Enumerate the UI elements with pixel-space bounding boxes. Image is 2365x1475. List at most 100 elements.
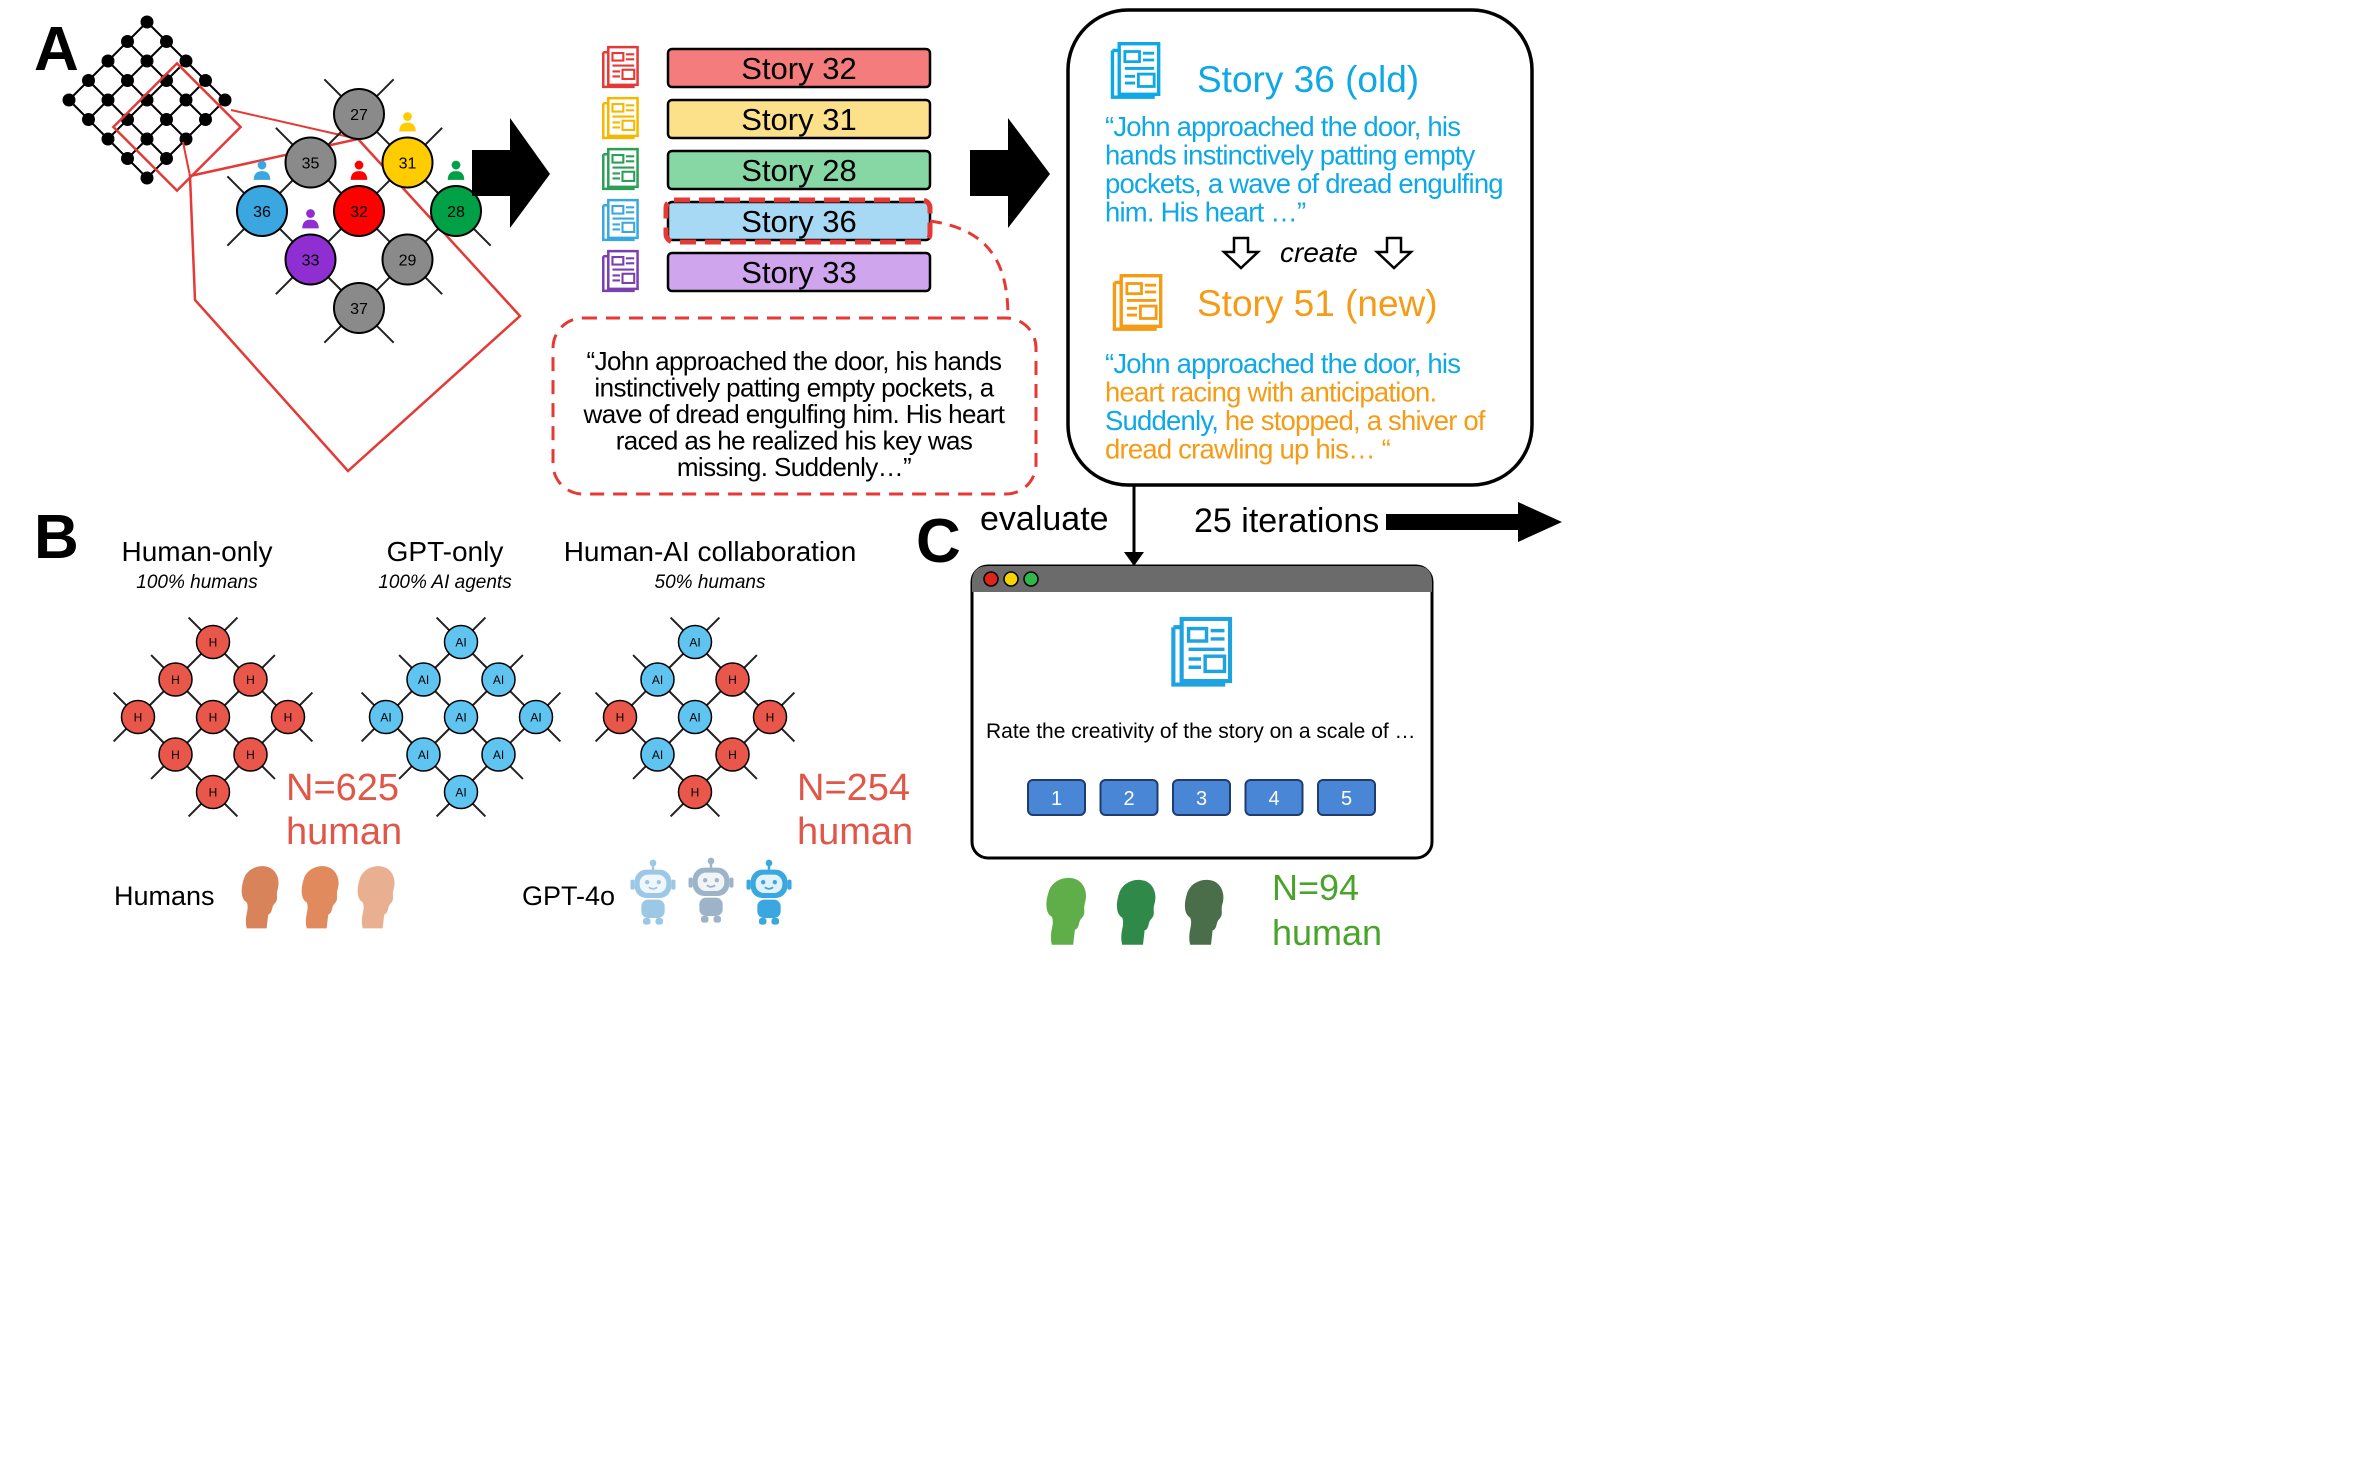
node-label: H bbox=[171, 748, 180, 762]
ai-node bbox=[406, 662, 441, 697]
document-icon bbox=[601, 45, 639, 89]
rating-button-1[interactable] bbox=[1027, 779, 1086, 816]
node-label: AI bbox=[689, 636, 700, 650]
panel-c-label: C bbox=[916, 507, 961, 576]
minimize-window-button[interactable] bbox=[1003, 571, 1019, 587]
rating-button-2[interactable] bbox=[1099, 779, 1159, 816]
node-label: AI bbox=[493, 748, 504, 762]
lattice-node bbox=[121, 113, 134, 126]
ai-node bbox=[481, 737, 516, 772]
story-label: Story 32 bbox=[741, 51, 856, 86]
document-icon bbox=[601, 96, 639, 140]
human-node bbox=[120, 699, 156, 735]
close-window-button[interactable] bbox=[983, 571, 999, 587]
ai-node bbox=[481, 662, 516, 697]
lattice-node bbox=[199, 74, 212, 87]
ai-node bbox=[443, 624, 479, 660]
ai-node bbox=[677, 699, 713, 735]
node-label: AI bbox=[652, 748, 663, 762]
ai-node bbox=[677, 624, 713, 660]
human-node bbox=[715, 662, 750, 697]
story-bar[interactable] bbox=[666, 251, 932, 293]
quote-line: raced as he realized his key was bbox=[616, 426, 973, 456]
n-collab-line1: N=254 bbox=[797, 767, 910, 809]
ai-node bbox=[518, 699, 554, 735]
human-node bbox=[158, 737, 193, 772]
network-node-label: 37 bbox=[350, 301, 368, 318]
network-node-37 bbox=[333, 282, 385, 334]
network-node-label: 32 bbox=[350, 204, 368, 221]
node-label: H bbox=[134, 711, 143, 725]
node-label: AI bbox=[530, 711, 541, 725]
human-node bbox=[677, 774, 713, 810]
lattice-node bbox=[160, 35, 173, 48]
rating-button-5[interactable] bbox=[1317, 779, 1376, 816]
rating-button-label: 3 bbox=[1196, 788, 1207, 810]
rating-button-4[interactable] bbox=[1244, 779, 1304, 816]
quote-connector bbox=[929, 219, 1010, 319]
node-label: H bbox=[728, 673, 737, 687]
n-raters-line1: N=94 bbox=[1272, 867, 1359, 908]
condition-title: Human-only bbox=[122, 536, 273, 567]
lattice-node bbox=[121, 74, 134, 87]
network-node-28 bbox=[430, 185, 482, 237]
network-node-31 bbox=[381, 136, 434, 189]
new-story-line: heart racing with anticipation. bbox=[1105, 377, 1436, 408]
human-node bbox=[233, 662, 268, 697]
new-story-title: Story 51 (new) bbox=[1197, 283, 1438, 324]
condition-subtitle: 100% humans bbox=[136, 572, 258, 593]
condition-subtitle: 50% humans bbox=[655, 572, 766, 593]
old-story-line: hands instinctively patting empty bbox=[1105, 140, 1476, 171]
new-story-line: Suddenly, he stopped, a shiver of bbox=[1105, 405, 1486, 436]
document-icon-new bbox=[1112, 273, 1163, 332]
lattice-node bbox=[121, 35, 134, 48]
story-label: Story 33 bbox=[741, 255, 856, 290]
node-label: H bbox=[616, 711, 625, 725]
ai-node bbox=[406, 737, 441, 772]
condition-title: GPT-only bbox=[387, 536, 504, 567]
ai-node bbox=[640, 737, 675, 772]
lattice-node bbox=[101, 93, 115, 107]
quote-line: missing. Suddenly…” bbox=[677, 452, 911, 482]
lattice-node bbox=[160, 74, 173, 87]
maximize-window-button[interactable] bbox=[1023, 571, 1039, 587]
condition-subtitle: 100% AI agents bbox=[378, 572, 512, 593]
n-human-only-line1: N=625 bbox=[286, 767, 399, 809]
create-label: create bbox=[1280, 237, 1358, 268]
quote-line: “John approached the door, his hands bbox=[587, 346, 1003, 376]
old-story-title: Story 36 (old) bbox=[1197, 59, 1419, 100]
story-bar[interactable] bbox=[666, 98, 932, 140]
network-node-label: 36 bbox=[253, 204, 271, 221]
lattice-node bbox=[140, 171, 154, 185]
story-bar[interactable] bbox=[666, 149, 932, 191]
old-story-line: pockets, a wave of dread engulfing bbox=[1105, 168, 1503, 199]
node-label: AI bbox=[455, 711, 466, 725]
ai-node bbox=[443, 699, 479, 735]
network-node-label: 31 bbox=[399, 156, 417, 173]
lattice-node bbox=[179, 93, 193, 107]
robot-icon bbox=[629, 858, 677, 926]
quote-line: instinctively patting empty pockets, a bbox=[594, 373, 994, 403]
node-label: H bbox=[766, 711, 775, 725]
node-label: AI bbox=[418, 673, 429, 687]
human-node bbox=[195, 699, 231, 735]
node-label: H bbox=[284, 711, 293, 725]
human-node bbox=[715, 737, 750, 772]
condition-title: Human-AI collaboration bbox=[564, 536, 857, 567]
node-label: AI bbox=[493, 673, 504, 687]
lattice-node bbox=[121, 152, 134, 165]
story-bar[interactable] bbox=[666, 47, 932, 89]
human-head-icon bbox=[301, 866, 339, 929]
panel-a-label: A bbox=[34, 15, 79, 84]
gpt-label: GPT-4o bbox=[522, 881, 615, 911]
ai-node bbox=[368, 699, 404, 735]
new-story-line: “John approached the door, his bbox=[1105, 348, 1460, 379]
node-label: H bbox=[728, 748, 737, 762]
rating-button-3[interactable] bbox=[1172, 779, 1231, 816]
